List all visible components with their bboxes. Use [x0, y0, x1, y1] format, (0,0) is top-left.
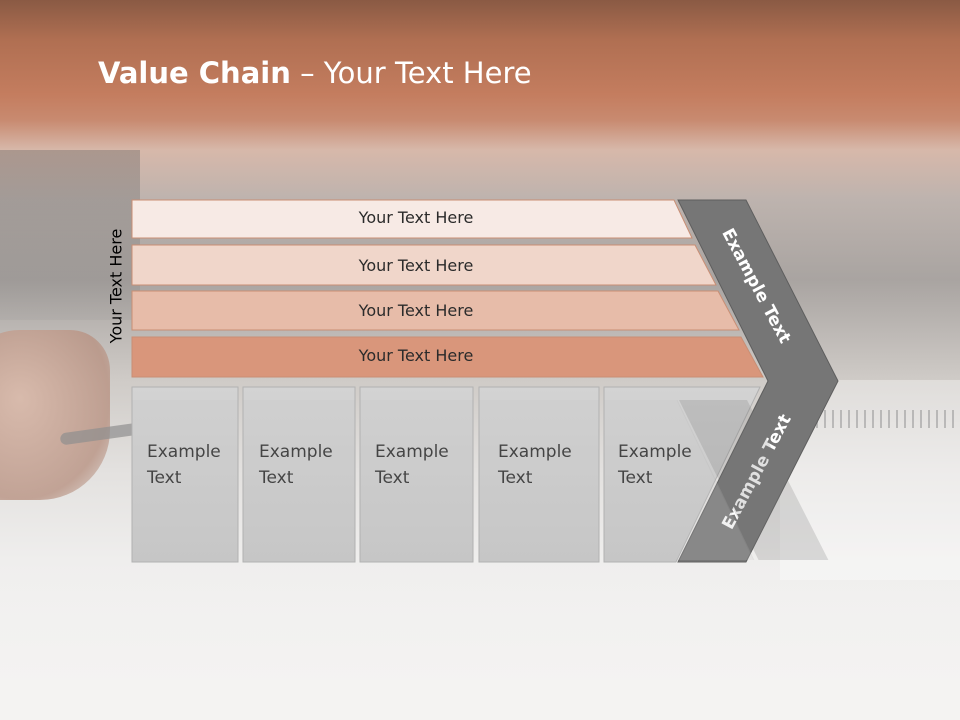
bar-label-4: Your Text Here: [358, 346, 474, 365]
box-label-4-line1: Example: [498, 442, 572, 462]
activity-box-4: [478, 386, 600, 563]
box-label-3-line2: Text: [375, 468, 410, 488]
title-bold: Value Chain: [98, 56, 291, 90]
background-shelf: [0, 150, 140, 320]
background-hand: [0, 330, 110, 500]
bar-label-2: Your Text Here: [358, 256, 474, 275]
box-label-2-line1: Example: [259, 442, 333, 462]
bar-2: [131, 244, 717, 286]
bar-4: [131, 336, 764, 378]
activity-box-2: [242, 386, 356, 563]
reflection-fade: [0, 560, 960, 720]
box-label-2-line2: Text: [259, 468, 294, 488]
activity-box-1: [131, 386, 239, 563]
bar-label-1: Your Text Here: [358, 208, 474, 227]
bar-3: [131, 290, 740, 331]
box-label-1-line1: Example: [147, 442, 221, 462]
bar-label-3: Your Text Here: [358, 301, 474, 320]
box-label-1-line2: Text: [147, 468, 182, 488]
box-label-5-line2: Text: [618, 468, 653, 488]
activity-box-3: [359, 386, 474, 563]
bar-1: [131, 199, 693, 239]
background-notebook-spiral: [800, 410, 960, 428]
box-label-3-line1: Example: [375, 442, 449, 462]
box-label-4-line2: Text: [498, 468, 533, 488]
box-label-5-line1: Example: [618, 442, 692, 462]
title-rest: – Your Text Here: [290, 56, 532, 90]
slide-title: Value Chain – Your Text Here: [98, 56, 532, 90]
